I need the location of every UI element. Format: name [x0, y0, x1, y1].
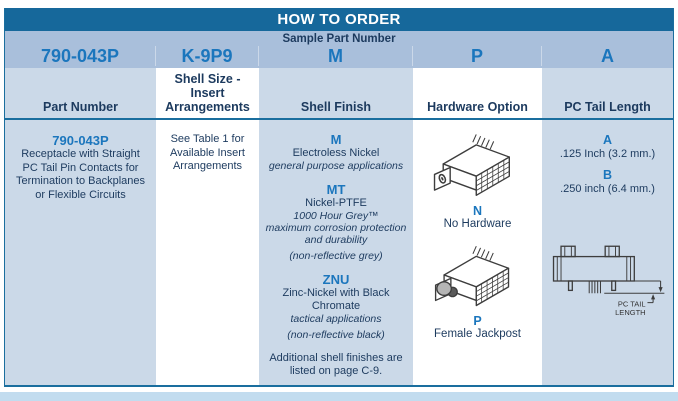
- part-number-description-line: Termination to Backplanes: [15, 175, 145, 187]
- tail-label: .125 Inch (3.2 mm.): [559, 148, 656, 160]
- sample-part-number-band: Sample Part Number 790-043P K-9P9 M P A: [5, 31, 673, 68]
- sample-band-label: Sample Part Number: [282, 33, 396, 45]
- how-to-order-table: HOW TO ORDER Sample Part Number 790-043P…: [4, 8, 674, 387]
- shell-finish-option-znu: ZNU Zinc-Nickel with Black Chromate tact…: [261, 272, 411, 341]
- header-pc-tail-length: PC Tail Length: [542, 68, 673, 118]
- shell-finish-footnote: Additional shell finishes are listed on …: [269, 352, 403, 377]
- finish-note: (non-reflective black): [287, 329, 385, 341]
- tail-option-b: B .250 inch (6.4 mm.): [560, 169, 655, 196]
- finish-code: MT: [326, 182, 346, 197]
- finish-note: 1000 Hour Grey™: [293, 210, 379, 222]
- page-bottom-strip: [0, 392, 678, 401]
- column-headers-row: Part Number Shell Size - Insert Arrangem…: [5, 68, 673, 120]
- part-number-description-line: PC Tail Pin Contacts for: [22, 161, 139, 174]
- hardware-label: Female Jackpost: [434, 328, 521, 340]
- part-number-code: 790-043P: [52, 133, 109, 148]
- shell-finish-option-m: M Electroless Nickel general purpose app…: [269, 132, 403, 172]
- shell-finish-option-mt: MT Nickel-PTFE 1000 Hour Grey™ maximum c…: [261, 182, 411, 262]
- part-number-description-line: or Flexible Circuits: [35, 188, 126, 201]
- hardware-option-cell: N No Hardware P Female Ja: [413, 120, 542, 385]
- table-title: HOW TO ORDER: [5, 8, 673, 31]
- sample-values-row: 790-043P K-9P9 M P A: [5, 46, 673, 66]
- tail-code: B: [602, 168, 612, 182]
- header-hardware: Hardware Option: [413, 68, 542, 118]
- finish-code: ZNU: [322, 272, 350, 287]
- sample-value-shell-size: K-9P9: [156, 46, 259, 66]
- sample-value-tail-length: A: [601, 46, 614, 66]
- connector-no-hardware-drawing: [433, 134, 510, 196]
- header-shell-finish: Shell Finish: [259, 68, 413, 118]
- header-part-number: Part Number: [5, 68, 156, 118]
- part-number-cell: 790-043P Receptacle with Straight PC Tai…: [5, 120, 156, 385]
- hardware-code: N: [472, 204, 483, 218]
- hardware-label: No Hardware: [443, 218, 512, 230]
- header-shell-size: Shell Size - Insert Arrangements: [156, 68, 259, 118]
- finish-note: (non-reflective grey): [289, 250, 383, 262]
- pc-tail-length-diagram: PC TAIL LENGTH: [552, 245, 664, 317]
- tail-label: .250 inch (6.4 mm.): [560, 183, 655, 195]
- table-body-row: 790-043P Receptacle with Straight PC Tai…: [5, 120, 673, 385]
- hardware-code: P: [473, 314, 482, 328]
- sample-value-shell-finish: M: [259, 46, 413, 66]
- connector-female-jackpost-drawing: [434, 245, 509, 307]
- diagram-label-pc-tail: PC TAIL: [617, 299, 645, 308]
- shell-finish-cell: M Electroless Nickel general purpose app…: [259, 120, 413, 385]
- insert-arrangements-note: See Table 1 for Available Insert Arrange…: [169, 133, 245, 172]
- finish-name: Nickel-PTFE: [305, 197, 367, 209]
- pc-tail-length-cell: A .125 Inch (3.2 mm.) B .250 inch (6.4 m…: [542, 120, 673, 385]
- part-number-description-line: Receptacle with Straight: [21, 148, 140, 160]
- tail-option-a: A .125 Inch (3.2 mm.): [560, 134, 655, 161]
- insert-arrangements-cell: See Table 1 for Available Insert Arrange…: [156, 120, 259, 385]
- finish-code: M: [330, 132, 342, 147]
- finish-note: maximum corrosion protection and durabil…: [265, 222, 407, 246]
- sample-value-hardware: P: [413, 46, 542, 66]
- sample-value-part-number: 790-043P: [5, 46, 156, 66]
- finish-note: tactical applications: [290, 313, 382, 325]
- diagram-label-length: LENGTH: [615, 308, 645, 317]
- finish-name: Zinc-Nickel with Black Chromate: [282, 287, 390, 312]
- tail-code: A: [602, 133, 613, 147]
- finish-note: general purpose applications: [268, 160, 404, 172]
- finish-name: Electroless Nickel: [292, 147, 380, 159]
